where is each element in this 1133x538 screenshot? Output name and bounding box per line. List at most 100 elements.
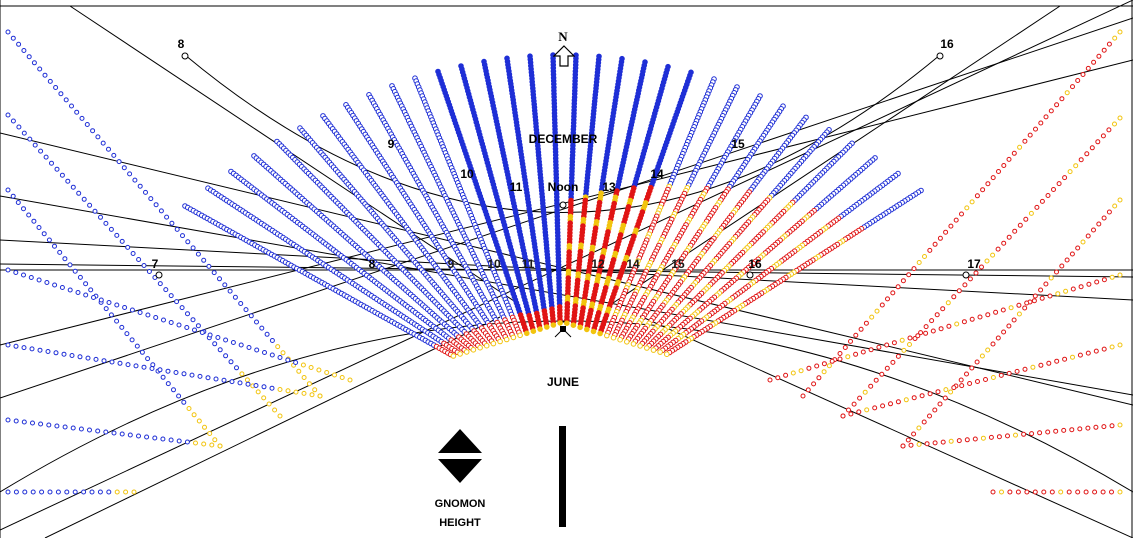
hour-dot — [92, 208, 98, 214]
hour-dot — [916, 425, 922, 431]
hour-dot — [905, 437, 911, 443]
hour-label-top: 9 — [387, 137, 395, 151]
hour-dot — [969, 199, 975, 205]
hour-dot — [1059, 263, 1065, 269]
hour-dot — [5, 267, 11, 273]
hour-label-mid: 10 — [487, 257, 501, 271]
hour-dot — [21, 48, 27, 53]
hour-dot — [845, 354, 851, 360]
hour-dot — [70, 184, 76, 190]
hour-dot — [1029, 431, 1035, 437]
hour-dot — [863, 320, 869, 326]
hour-dot — [463, 349, 470, 355]
hour-dot — [243, 307, 249, 313]
gnomon-label-line1: GNOMON — [434, 498, 486, 510]
hour-dot — [5, 489, 11, 495]
hour-dot — [81, 489, 87, 495]
hour-label-mid: 14 — [626, 257, 640, 271]
hour-dot — [91, 295, 96, 300]
hour-dot — [246, 345, 252, 350]
hour-label-mid: 11 — [521, 257, 535, 271]
hour-dot — [848, 411, 854, 417]
hour-dot — [911, 266, 917, 272]
hour-dot — [1073, 163, 1079, 169]
hour-dot — [1030, 364, 1036, 370]
hour-dot — [139, 349, 145, 355]
up-down-triangle-icon[interactable] — [436, 428, 484, 484]
date-line — [44, 316, 501, 538]
hour-dot — [117, 360, 123, 366]
hour-dot — [53, 85, 59, 90]
hour-dot — [1014, 368, 1020, 374]
hour-dot — [876, 344, 882, 350]
hour-dot — [114, 489, 120, 495]
hour-dot — [958, 377, 964, 383]
hour-dot — [932, 440, 938, 446]
hour-dot — [1069, 427, 1075, 433]
hour-dot — [1033, 126, 1038, 132]
hour-dot — [75, 290, 81, 295]
hour-dot — [145, 356, 151, 362]
hour-dot — [943, 229, 949, 235]
hour-dot — [52, 282, 58, 288]
hour-dot — [1055, 291, 1061, 297]
hour-dot — [930, 328, 936, 334]
hour-dot — [821, 361, 827, 367]
hour-dot — [237, 380, 243, 386]
hour-dot — [10, 193, 16, 199]
hour-dot — [1112, 203, 1118, 209]
hour-dot — [932, 241, 938, 247]
hour-dot — [1001, 240, 1007, 246]
hour-dot — [969, 365, 975, 371]
hour-dot — [64, 489, 70, 495]
hour-dot — [1039, 295, 1045, 301]
hour-dot — [1100, 133, 1106, 139]
hour-dot — [57, 249, 63, 255]
hour-dot — [895, 353, 901, 359]
hour-dot — [1080, 72, 1086, 77]
hour-dot — [964, 205, 970, 211]
hour-dot — [1022, 305, 1028, 311]
hour-dot — [5, 112, 11, 118]
hour-dot — [70, 425, 76, 431]
hour-dot — [232, 294, 238, 300]
hour-dot — [1075, 78, 1081, 83]
hour-dot — [927, 247, 933, 253]
hour-dot — [1062, 356, 1068, 362]
hour-dot — [83, 292, 89, 298]
hour-dot — [285, 388, 291, 394]
hour-dot — [940, 306, 946, 312]
hour-dot — [15, 200, 21, 205]
hour-dot — [1051, 187, 1056, 192]
hour-dot — [21, 130, 27, 136]
hour-dot — [1064, 257, 1070, 263]
hour-dot — [1013, 432, 1018, 438]
hour-dot — [54, 166, 60, 172]
hour-dot — [130, 251, 136, 256]
hour-dot — [951, 385, 957, 391]
hour-dot — [100, 140, 106, 146]
hour-dot — [223, 337, 229, 343]
hour-dot — [851, 401, 857, 407]
hour-dot — [36, 277, 42, 283]
gnomon-bar-icon[interactable] — [559, 426, 566, 527]
hour-dot — [948, 223, 954, 229]
hour-dot — [940, 439, 946, 445]
hour-dot-lines — [5, 29, 1123, 495]
gnomon-label-line2: HEIGHT — [439, 517, 481, 529]
hour-dot — [943, 387, 949, 393]
hour-dot — [111, 152, 117, 158]
hour-dot — [1078, 284, 1084, 290]
hour-dot — [1080, 239, 1086, 245]
hour-dot — [124, 331, 130, 337]
hour-dot — [296, 368, 302, 374]
hour-dot — [1106, 209, 1112, 215]
hour-dot — [1094, 279, 1100, 285]
hour-dot — [530, 328, 537, 335]
hour-dot — [1054, 358, 1060, 364]
hour-dot — [209, 442, 215, 448]
hour-label-top: 11 — [509, 180, 523, 194]
hour-dot — [168, 293, 174, 299]
hour-dot — [223, 353, 229, 359]
